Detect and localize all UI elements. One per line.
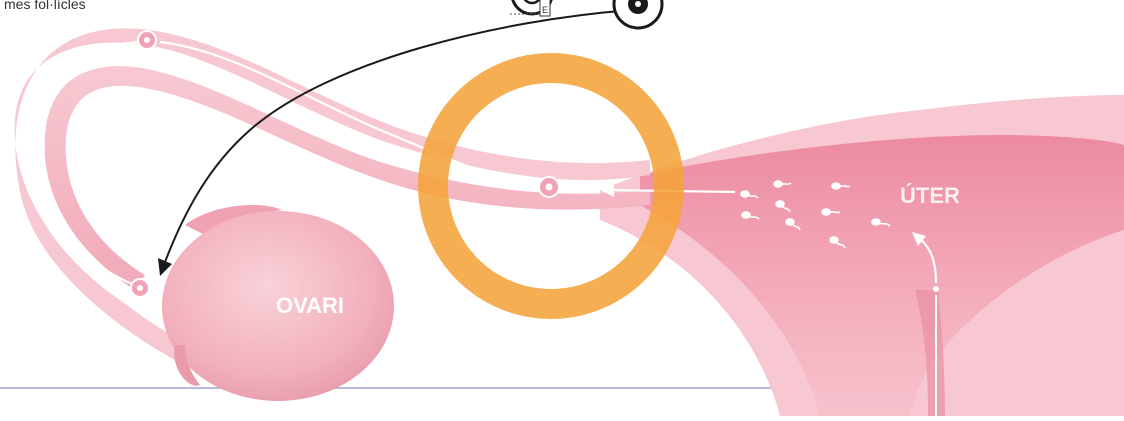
egg-path-line-left [37,40,143,287]
sperm-icon [821,208,841,216]
inset-egg-right [612,0,664,30]
ovary-underside [174,345,200,386]
uterus-label: ÚTER [900,183,960,208]
sperm-icon [775,200,791,213]
egg-icon [137,30,157,50]
curved-up-arrowhead [912,232,926,246]
ovary-label: OVARI [276,293,344,318]
cervical-canal [915,290,945,416]
uterus-cavity [640,135,1124,416]
egg-path-arrowhead [494,171,508,185]
entry-dot [933,286,939,292]
highlight-ring [418,53,684,319]
sperm-icon-group [740,180,891,249]
sperm-icon [785,218,801,231]
ovulation-arrowhead [158,258,172,276]
sperm-path-arrowhead [600,183,614,197]
egg-path-line [159,40,506,180]
inset-box-label: E [542,5,548,15]
inset-box [539,0,551,17]
sperm-icon [740,190,759,199]
ovulation-arrow [164,9,633,263]
sperm-icon [741,211,760,220]
fertilized-egg-icon [538,176,572,198]
sperm-icon [829,236,846,249]
sperm-icon [831,182,851,190]
egg-icon [130,278,150,298]
ovary [162,211,394,401]
fallopian-tube-core [44,66,650,290]
sperm-icon [871,218,891,227]
top-left-caption: mes fol·lícles [4,0,86,12]
sperm-icon [773,180,792,188]
